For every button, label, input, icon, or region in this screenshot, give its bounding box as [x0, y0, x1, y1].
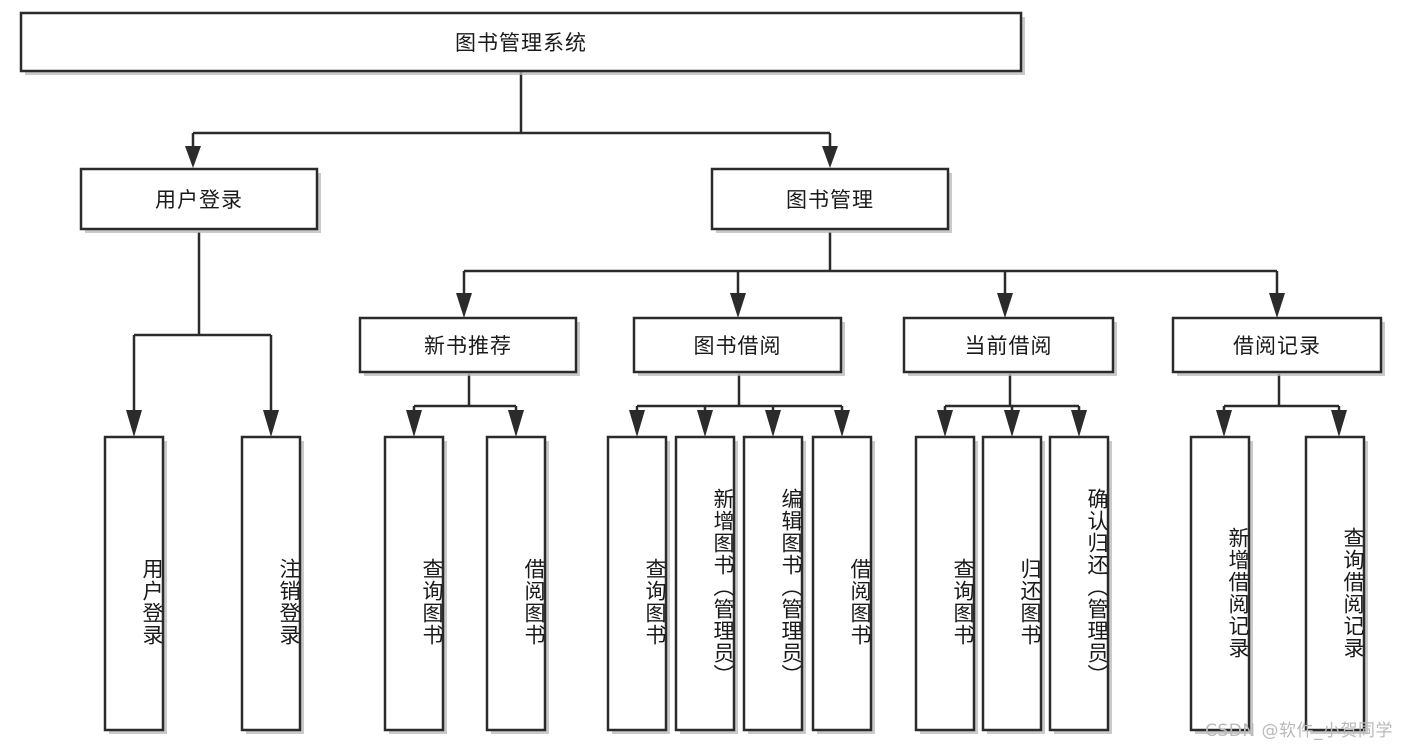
node-leaf-user-login[interactable]: [103, 435, 165, 732]
arrowhead-leaf-logout: [263, 410, 279, 437]
arrowhead-new-book-recommend: [456, 293, 472, 318]
arrowhead-leaf-query-book-3: [937, 410, 953, 437]
arrowhead-user-login: [185, 146, 201, 168]
node-layer: [19, 11, 1385, 734]
node-current-borrow[interactable]: [902, 316, 1115, 374]
node-leaf-edit-book[interactable]: [742, 435, 804, 732]
node-borrow-record[interactable]: [1171, 316, 1383, 374]
node-leaf-query-book-2[interactable]: [606, 435, 668, 732]
node-root[interactable]: [19, 11, 1023, 73]
csdn-watermark: CSDN @软件_小贺同学: [1205, 721, 1393, 741]
node-leaf-return-book[interactable]: [981, 435, 1043, 732]
node-leaf-query-record[interactable]: [1304, 435, 1366, 732]
arrowhead-book-management: [822, 146, 838, 168]
arrowhead-leaf-add-record: [1216, 410, 1232, 437]
node-leaf-borrow-book-2[interactable]: [811, 435, 873, 732]
node-leaf-borrow-book-1[interactable]: [485, 435, 547, 732]
node-leaf-add-book[interactable]: [674, 435, 736, 732]
arrowhead-leaf-query-book-2: [629, 410, 645, 437]
node-leaf-logout[interactable]: [240, 435, 302, 732]
node-leaf-query-book-3[interactable]: [914, 435, 976, 732]
arrowhead-borrow-record: [1269, 293, 1285, 318]
arrowhead-leaf-user-login: [126, 410, 142, 437]
arrowhead-leaf-query-record: [1331, 410, 1347, 437]
node-new-book-recommend[interactable]: [358, 316, 578, 374]
arrowhead-leaf-return-book: [1004, 410, 1020, 437]
node-user-login[interactable]: [79, 167, 319, 231]
node-leaf-confirm-return[interactable]: [1048, 435, 1110, 732]
node-leaf-query-book-1[interactable]: [383, 435, 445, 732]
node-book-borrow[interactable]: [632, 316, 843, 374]
arrowhead-book-borrow: [730, 293, 746, 318]
arrowhead-leaf-borrow-book-2: [834, 410, 850, 437]
arrowhead-leaf-edit-book: [765, 410, 781, 437]
arrowhead-leaf-borrow-book-1: [508, 410, 524, 437]
arrowhead-leaf-query-book-1: [406, 410, 422, 437]
arrowhead-leaf-add-book: [697, 410, 713, 437]
connector-layer: [126, 72, 1347, 437]
arrowhead-current-borrow: [997, 293, 1013, 318]
node-leaf-add-record[interactable]: [1189, 435, 1251, 732]
arrowhead-leaf-confirm-return: [1071, 410, 1087, 437]
node-book-management[interactable]: [710, 167, 950, 231]
